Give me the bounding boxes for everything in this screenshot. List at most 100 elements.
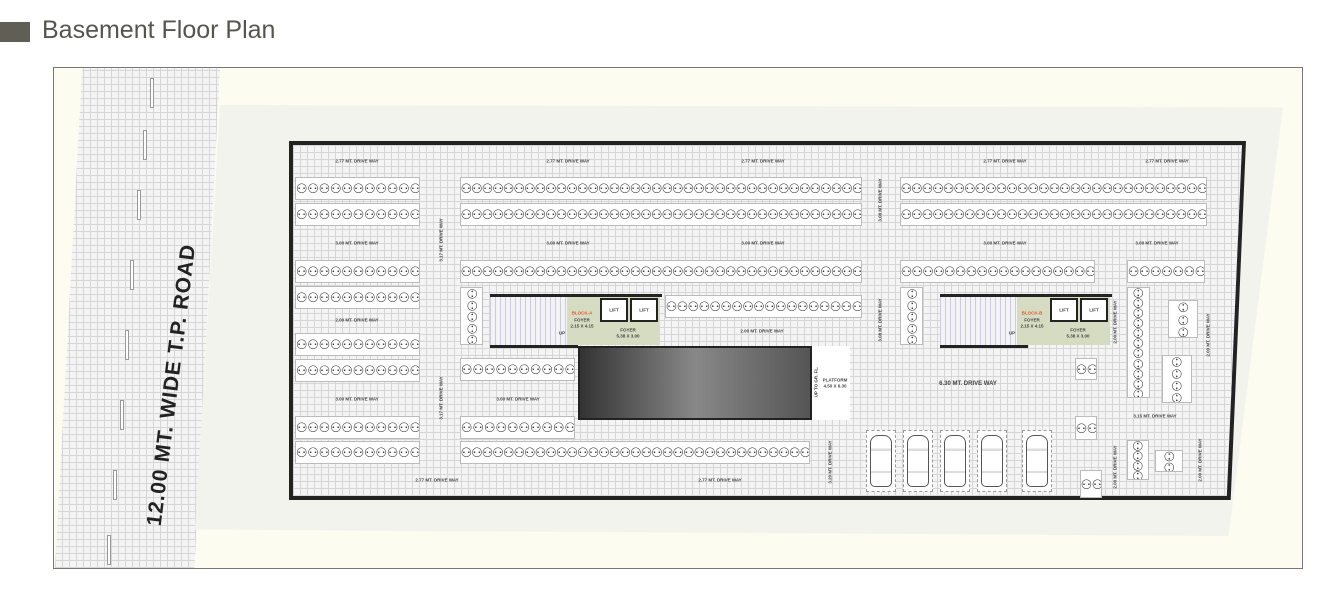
motorcycle-parking-icon: ⚇ — [650, 207, 663, 222]
motorcycle-parking-icon: ⚇ — [650, 264, 663, 279]
motorcycle-parking-icon: ⚇ — [409, 264, 420, 279]
motorcycle-parking-icon: ⚇ — [545, 181, 557, 196]
motorcycle-parking-icon: ⚇ — [471, 207, 483, 222]
bike-parking-bay: ⚇⚇⚇⚇⚇⚇⚇ — [1127, 260, 1205, 283]
car-parking-bay — [940, 430, 970, 492]
lane-marking — [107, 535, 111, 565]
driveway-label: 2.77 MT. DRIVE WAY — [335, 158, 379, 164]
block-label: BLOCK-A — [571, 310, 593, 316]
motorcycle-parking-icon: ⚇ — [295, 290, 308, 305]
motorcycle-parking-icon: ⚇ — [1019, 264, 1032, 279]
motorcycle-parking-icon: ⚇ — [1037, 181, 1050, 196]
bike-parking-bay: ⚇⚇ — [1075, 416, 1097, 440]
motorcycle-parking-icon: ⚇ — [398, 264, 410, 279]
motorcycle-parking-icon: ⚇ — [661, 181, 674, 196]
motorcycle-parking-icon: ⚇ — [534, 207, 547, 222]
bike-parking-bay: ⚇⚇⚇⚇⚇⚇⚇⚇⚇⚇⚇⚇⚇⚇⚇⚇⚇⚇⚇⚇⚇⚇⚇⚇⚇⚇⚇⚇⚇ — [900, 203, 1207, 226]
motorcycle-parking-icon: ⚇ — [1092, 471, 1101, 497]
motorcycle-parking-icon: ⚇ — [471, 181, 483, 196]
motorcycle-parking-icon: ⚇ — [1172, 264, 1184, 279]
motorcycle-parking-icon: ⚇ — [1175, 326, 1191, 338]
bike-parking-bay: ⚇⚇⚇⚇⚇⚇⚇⚇⚇⚇⚇⚇⚇⚇⚇⚇⚇⚇ — [665, 295, 862, 318]
driveway-label: 3.20 MT. DRIVE WAY — [827, 440, 833, 484]
motorcycle-parking-icon: ⚇ — [777, 207, 790, 222]
lane-marking — [150, 78, 154, 108]
motorcycle-parking-icon: ⚇ — [703, 207, 716, 222]
motorcycle-parking-icon: ⚇ — [460, 362, 473, 377]
motorcycle-parking-icon: ⚇ — [714, 207, 726, 222]
motorcycle-parking-icon: ⚇ — [785, 299, 798, 314]
bike-parking-bay: ⚇⚇ — [1075, 358, 1097, 380]
motorcycle-parking-icon: ⚇ — [1037, 207, 1050, 222]
foyer1-label: FOYER — [1024, 317, 1040, 323]
motorcycle-parking-icon: ⚇ — [796, 299, 809, 314]
motorcycle-parking-icon: ⚇ — [341, 420, 353, 435]
motorcycle-parking-icon: ⚇ — [731, 299, 743, 314]
motorcycle-parking-icon: ⚇ — [985, 181, 997, 196]
motorcycle-parking-icon: ⚇ — [974, 207, 987, 222]
motorcycle-parking-icon: ⚇ — [318, 337, 331, 352]
motorcycle-parking-icon: ⚇ — [529, 420, 542, 435]
driveway-label: 2.77 MT. DRIVE WAY — [546, 158, 590, 164]
motorcycle-parking-icon: ⚇ — [375, 264, 388, 279]
motorcycle-parking-icon: ⚇ — [375, 445, 388, 460]
driveway-label: 6.30 MT. DRIVE WAY — [939, 381, 997, 387]
motorcycle-parking-icon: ⚇ — [698, 299, 711, 314]
motorcycle-parking-icon: ⚇ — [386, 363, 399, 378]
motorcycle-parking-icon: ⚇ — [1008, 264, 1021, 279]
motorcycle-parking-icon: ⚇ — [1075, 420, 1088, 436]
motorcycle-parking-icon: ⚇ — [375, 290, 388, 305]
staircase — [940, 297, 1017, 345]
motorcycle-parking-icon: ⚇ — [1069, 181, 1082, 196]
motorcycle-parking-icon: ⚇ — [483, 420, 496, 435]
motorcycle-parking-icon: ⚇ — [1154, 207, 1166, 222]
motorcycle-parking-icon: ⚇ — [687, 299, 700, 314]
foyer1-size-label: 2.15 X 4.15 — [1020, 323, 1044, 329]
motorcycle-parking-icon: ⚇ — [552, 362, 565, 377]
block-label: BLOCK-B — [1021, 310, 1043, 316]
motorcycle-parking-icon: ⚇ — [1130, 470, 1146, 480]
motorcycle-parking-icon: ⚇ — [587, 207, 600, 222]
motorcycle-parking-icon: ⚇ — [1059, 181, 1071, 196]
motorcycle-parking-icon: ⚇ — [329, 445, 342, 460]
motorcycle-parking-icon: ⚇ — [629, 264, 642, 279]
motorcycle-parking-icon: ⚇ — [788, 264, 801, 279]
motorcycle-parking-icon: ⚇ — [295, 337, 308, 352]
bike-parking-bay: ⚇⚇⚇⚇⚇⚇⚇⚇⚇⚇⚇ — [1127, 287, 1150, 398]
motorcycle-parking-icon: ⚇ — [1154, 181, 1166, 196]
motorcycle-parking-icon: ⚇ — [852, 296, 861, 317]
motorcycle-parking-icon: ⚇ — [564, 420, 575, 435]
motorcycle-parking-icon: ⚇ — [555, 181, 568, 196]
motorcycle-parking-icon: ⚇ — [329, 420, 342, 435]
motorcycle-parking-icon: ⚇ — [672, 207, 684, 222]
motorcycle-parking-icon: ⚇ — [386, 445, 399, 460]
motorcycle-parking-icon: ⚇ — [767, 264, 779, 279]
motorcycle-parking-icon: ⚇ — [1183, 264, 1196, 279]
motorcycle-parking-icon: ⚇ — [1164, 207, 1177, 222]
motorcycle-parking-icon: ⚇ — [661, 264, 674, 279]
motorcycle-parking-icon: ⚇ — [492, 207, 504, 222]
motorcycle-parking-icon: ⚇ — [364, 264, 376, 279]
motorcycle-parking-icon: ⚇ — [682, 264, 695, 279]
motorcycle-parking-icon: ⚇ — [341, 264, 353, 279]
driveway-label: 3.00 MT. DRIVE WAY — [335, 240, 379, 246]
motorcycle-parking-icon: ⚇ — [619, 207, 631, 222]
motorcycle-parking-icon: ⚇ — [1027, 181, 1040, 196]
motorcycle-parking-icon: ⚇ — [502, 181, 515, 196]
motorcycle-parking-icon: ⚇ — [703, 181, 716, 196]
motorcycle-parking-icon: ⚇ — [756, 264, 769, 279]
lane-marking — [143, 130, 147, 160]
motorcycle-parking-icon: ⚇ — [799, 445, 810, 460]
motorcycle-parking-icon: ⚇ — [375, 207, 388, 222]
motorcycle-parking-icon: ⚇ — [798, 181, 811, 196]
motorcycle-parking-icon: ⚇ — [398, 420, 410, 435]
bike-parking-bay: ⚇⚇⚇⚇⚇⚇⚇⚇⚇⚇⚇ — [295, 177, 420, 200]
foyer2-label: FOYER — [1070, 327, 1086, 333]
motorcycle-parking-icon: ⚇ — [704, 445, 716, 460]
motorcycle-parking-icon: ⚇ — [386, 420, 399, 435]
motorcycle-parking-icon: ⚇ — [942, 181, 955, 196]
car-parking-icon — [870, 435, 892, 487]
driveway-label: 2.00 MT. DRIVE WAY — [740, 328, 784, 334]
driveway-label: 3.00 MT. DRIVE WAY — [1135, 240, 1179, 246]
motorcycle-parking-icon: ⚇ — [1080, 181, 1092, 196]
